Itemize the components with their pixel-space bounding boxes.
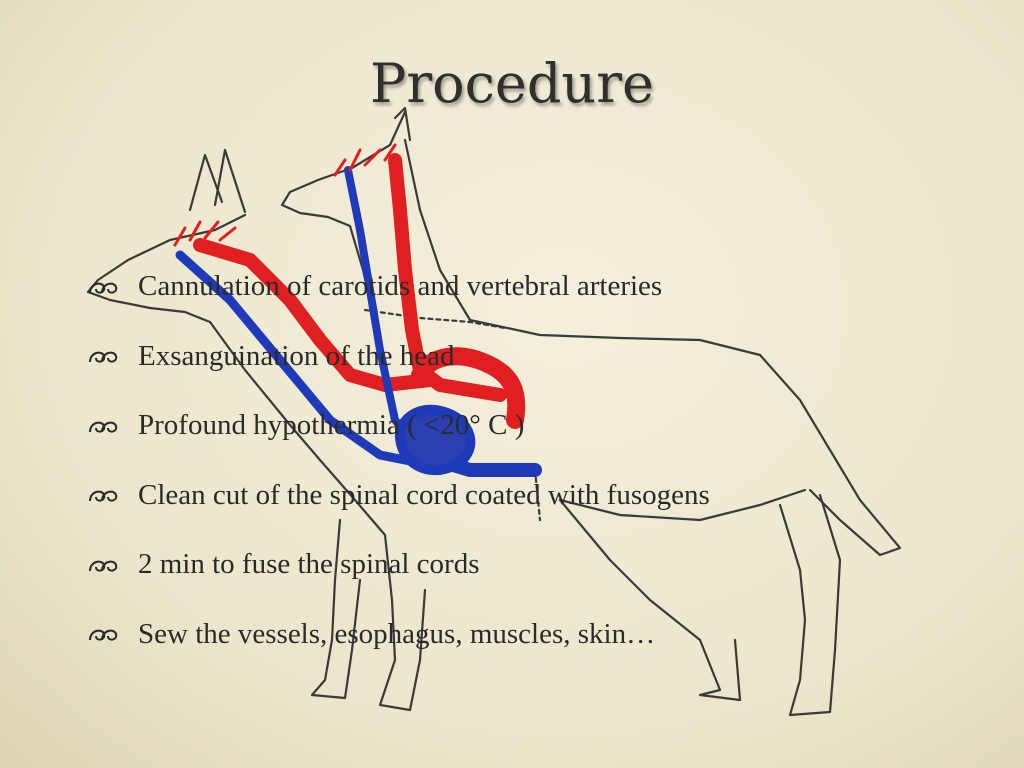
double-curl-bullet-icon (86, 483, 126, 507)
rump-and-tail (758, 353, 902, 557)
slide-title: Procedure (370, 52, 654, 115)
back-outline (468, 318, 762, 357)
lower-neck-front (208, 320, 387, 537)
bullet-text: Cannulation of carotids and vertebral ar… (138, 270, 663, 303)
hind-leg-left (558, 498, 742, 702)
bullet-item: 2 min to fuse the spinal cords (86, 530, 710, 600)
upper-cut-line (363, 308, 507, 330)
double-curl-bullet-icon (86, 553, 126, 577)
upper-head-ear (393, 106, 412, 142)
bullet-item: Clean cut of the spinal cord coated with… (86, 461, 710, 531)
lower-vein (175, 250, 435, 470)
head-capillaries-lower (173, 220, 237, 247)
aortic-arch (411, 347, 526, 429)
double-curl-bullet-icon (86, 275, 126, 299)
bullet-text: Profound hypothermia ( <20° C ) (138, 409, 525, 442)
front-leg-left (310, 518, 362, 700)
upper-artery (388, 153, 507, 402)
bullet-item: Sew the vessels, esophagus, muscles, ski… (86, 600, 710, 670)
heart-chamber (394, 404, 476, 476)
upper-neck-back (403, 138, 472, 322)
bullet-item: Profound hypothermia ( <20° C ) (86, 391, 710, 461)
belly-outline (558, 488, 807, 522)
upper-head-outline (280, 110, 407, 312)
double-curl-bullet-icon (86, 414, 126, 438)
hind-leg-right (778, 493, 842, 717)
bullet-item: Cannulation of carotids and vertebral ar… (86, 252, 710, 322)
bullet-text: 2 min to fuse the spinal cords (138, 548, 480, 581)
front-leg-right (378, 533, 427, 712)
lower-head-ears (188, 148, 247, 214)
bullet-text: Exsanguination of the head (138, 339, 455, 372)
bullet-text: Sew the vessels, esophagus, muscles, ski… (138, 617, 656, 650)
bullet-list: Cannulation of carotids and vertebral ar… (86, 252, 710, 669)
double-curl-bullet-icon (86, 622, 126, 646)
double-curl-bullet-icon (86, 344, 126, 368)
bullet-item: Exsanguination of the head (86, 322, 710, 392)
head-capillaries-upper (333, 143, 397, 177)
lower-cut-line (533, 468, 542, 522)
bullet-text: Clean cut of the spinal cord coated with… (138, 478, 710, 511)
